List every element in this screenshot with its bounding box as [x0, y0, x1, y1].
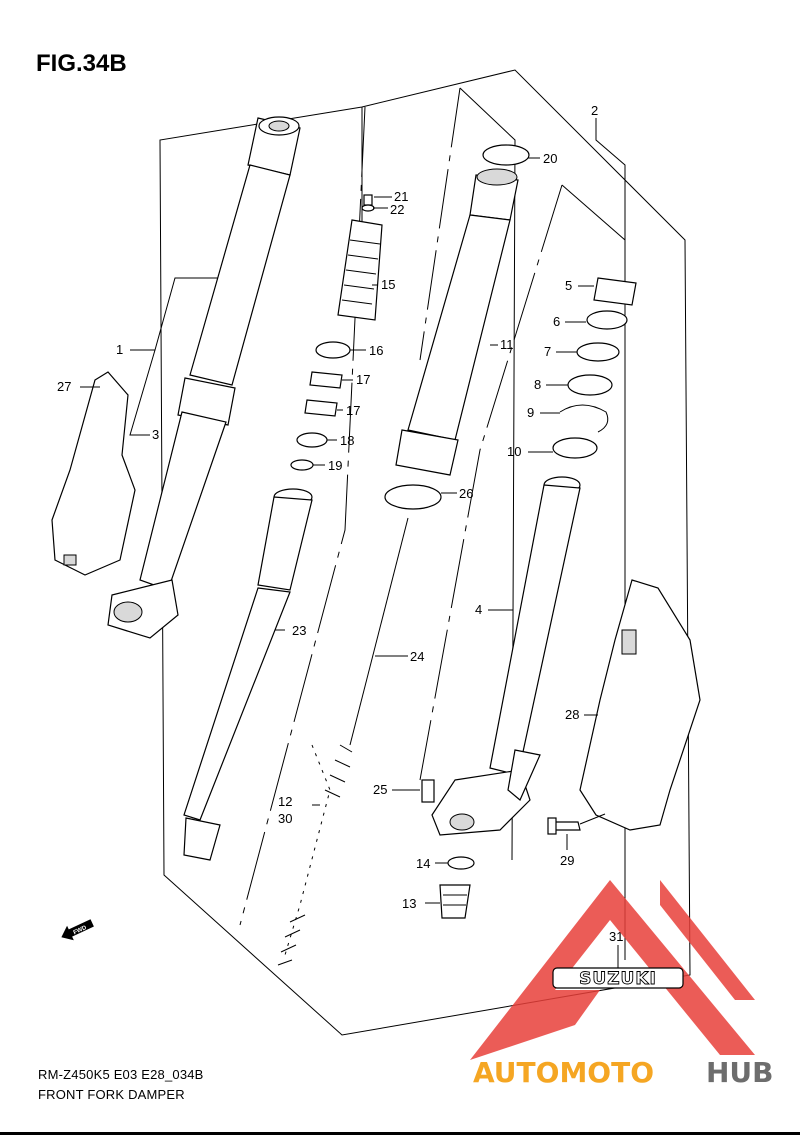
brand-label: SUZUKI [579, 969, 657, 989]
fork-guard-left [51, 371, 136, 576]
model-code: RM-Z450K5 E03 E28_034B [38, 1067, 204, 1082]
callout-21: 21 [394, 189, 408, 204]
callout-22: 22 [390, 202, 404, 217]
callout-25: 25 [373, 782, 387, 797]
callout-18: 18 [340, 433, 354, 448]
callout-20: 20 [543, 151, 557, 166]
callout-7: 7 [544, 344, 551, 359]
callout-5: 5 [565, 278, 572, 293]
callout-23: 23 [292, 623, 306, 638]
seal-rings-stack [290, 341, 351, 471]
callout-19: 19 [328, 458, 342, 473]
guard-bolt [547, 817, 581, 835]
bottom-border [0, 1132, 800, 1135]
oil-seal-stack [552, 277, 637, 459]
damper-rod [349, 517, 409, 746]
callout-31: 31 [609, 929, 623, 944]
callout-29: 29 [560, 853, 574, 868]
callout-26: 26 [459, 486, 473, 501]
callout-13: 13 [402, 896, 416, 911]
callout-10: 10 [507, 444, 521, 459]
callout-30: 30 [278, 811, 292, 826]
watermark-text-b: HUB [706, 1056, 774, 1089]
callout-4: 4 [475, 602, 482, 617]
callout-15: 15 [381, 277, 395, 292]
suzuki-emblem: SUZUKI [552, 967, 684, 989]
callout-labels: 1 2 3 4 5 6 7 8 9 10 11 12 30 13 14 15 1… [57, 103, 623, 944]
lower-tube [431, 476, 581, 836]
callout-16: 16 [369, 343, 383, 358]
watermark-wordmark: AUTOMOTO HUB [473, 1056, 774, 1089]
callout-12: 12 [278, 794, 292, 809]
figure-caption: FRONT FORK DAMPER [38, 1087, 185, 1102]
callout-3: 3 [152, 427, 159, 442]
fwd-arrow-badge: FWD [61, 919, 94, 941]
callout-11: 11 [500, 337, 514, 352]
callout-1: 1 [116, 342, 123, 357]
fork-spring [277, 744, 353, 966]
damper-cartridge [183, 488, 313, 861]
callout-9: 9 [527, 405, 534, 420]
callout-8: 8 [534, 377, 541, 392]
callout-6: 6 [553, 314, 560, 329]
callout-27: 27 [57, 379, 71, 394]
fwd-label: FWD [73, 925, 89, 936]
watermark-logo [470, 880, 755, 1060]
damper-cap-parts [337, 194, 383, 321]
figure-title: FIG.34B [36, 50, 127, 77]
callout-17a: 17 [356, 372, 370, 387]
outer-tube-assembly [107, 116, 301, 639]
callout-28: 28 [565, 707, 579, 722]
callout-14: 14 [416, 856, 430, 871]
inner-tube-assembly [384, 144, 530, 510]
callout-17b: 17 [346, 403, 360, 418]
fork-guard-right [579, 579, 701, 831]
leader-lines [80, 118, 626, 972]
callout-2: 2 [591, 103, 598, 118]
watermark-text-a: AUTOMOTO [473, 1056, 654, 1089]
callout-24: 24 [410, 649, 424, 664]
watermark-triangle [470, 880, 755, 1060]
bleed-screw-and-plug [421, 779, 475, 919]
